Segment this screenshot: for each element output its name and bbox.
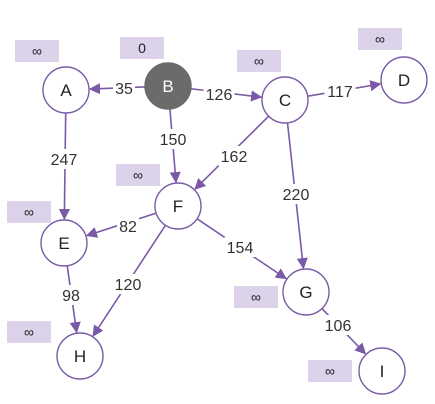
distance-badge-I xyxy=(308,360,352,382)
node-label-A: A xyxy=(60,81,72,100)
edge-weight-C-F: 162 xyxy=(221,149,248,166)
distance-badge-C xyxy=(237,50,281,72)
node-I[interactable]: I xyxy=(358,347,406,395)
distance-label-G: ∞ xyxy=(251,289,261,305)
distance-label-A: ∞ xyxy=(32,43,42,59)
distance-badge-D xyxy=(358,28,402,50)
edge-weight-C-G: 220 xyxy=(283,187,310,204)
node-label-C: C xyxy=(279,91,291,110)
node-label-D: D xyxy=(398,71,410,90)
edge-weight-B-C: 126 xyxy=(206,87,233,104)
source-node-circle xyxy=(144,62,192,110)
node-circle xyxy=(56,332,104,380)
distance-badge-F xyxy=(116,164,160,186)
node-G[interactable]: G xyxy=(282,268,330,316)
edge-weight-background xyxy=(224,237,256,257)
edge-weight-E-H: 98 xyxy=(62,288,80,305)
edge-weight-B-A: 35 xyxy=(115,81,133,98)
node-circle xyxy=(154,182,202,230)
edge-weight-F-G: 154 xyxy=(227,240,254,257)
node-E[interactable]: E xyxy=(40,219,88,267)
distance-badge-E xyxy=(7,201,51,223)
node-label-F: F xyxy=(173,197,183,216)
edge-weight-C-D: 117 xyxy=(327,84,353,101)
node-circle xyxy=(282,268,330,316)
node-circle xyxy=(42,66,90,114)
node-H[interactable]: H xyxy=(56,332,104,380)
edge-weight-B-F: 150 xyxy=(160,132,187,149)
node-label-I: I xyxy=(380,362,385,381)
edge-weight-G-I: 106 xyxy=(325,318,352,335)
node-circle xyxy=(358,347,406,395)
node-label-E: E xyxy=(58,234,69,253)
distance-label-D: ∞ xyxy=(375,31,385,47)
node-circle xyxy=(380,56,428,104)
distance-label-C: ∞ xyxy=(254,53,264,69)
distance-label-E: ∞ xyxy=(24,204,34,220)
distance-badges-layer: ∞ 0 ∞ ∞ ∞ ∞ ∞ ∞ ∞ xyxy=(7,28,402,382)
edge-weight-F-H: 120 xyxy=(115,277,142,294)
distance-badge-A xyxy=(15,40,59,62)
edge-weight-background xyxy=(157,129,189,149)
distance-badge-H xyxy=(7,321,51,343)
node-label-B: B xyxy=(162,77,173,96)
distance-badge-B xyxy=(120,37,164,59)
edge-weight-background xyxy=(117,216,139,236)
edge-weight-F-E: 82 xyxy=(119,219,137,236)
distance-label-F: ∞ xyxy=(133,167,143,183)
edge-weight-background xyxy=(60,285,82,305)
edge-weight-background xyxy=(280,184,312,204)
distance-label-B: 0 xyxy=(138,40,146,56)
edge-weight-background xyxy=(203,84,235,104)
edge-weight-background xyxy=(324,81,356,101)
edge-weight-background xyxy=(48,149,80,169)
edge-weight-background xyxy=(113,78,135,98)
distance-badge-G xyxy=(234,286,278,308)
node-circle xyxy=(40,219,88,267)
node-label-H: H xyxy=(74,347,86,366)
distance-label-H: ∞ xyxy=(24,324,34,340)
edge-weight-background xyxy=(218,146,250,166)
node-B[interactable]: B xyxy=(144,62,192,110)
distance-label-I: ∞ xyxy=(325,363,335,379)
node-C[interactable]: C xyxy=(261,76,309,124)
node-label-G: G xyxy=(299,283,312,302)
nodes-layer: A B C D F E G H I xyxy=(40,56,428,395)
node-D[interactable]: D xyxy=(380,56,428,104)
edge-weight-background xyxy=(322,315,354,335)
edges-layer: 35 126 150 117 162 220 247 82 154 120 98 106 xyxy=(48,78,382,355)
edge-weight-A-E: 247 xyxy=(51,152,78,169)
node-F[interactable]: F xyxy=(154,182,202,230)
node-A[interactable]: A xyxy=(42,66,90,114)
node-circle xyxy=(261,76,309,124)
edge-weight-background xyxy=(112,274,144,294)
